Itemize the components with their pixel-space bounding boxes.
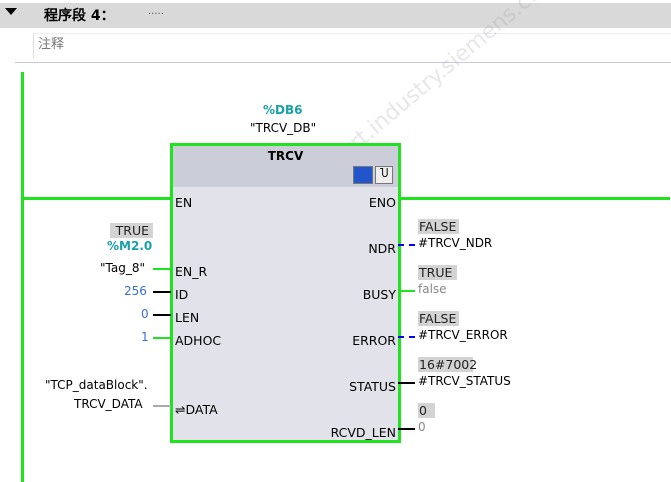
error-monitor-value: FALSE xyxy=(418,311,459,326)
en-r-wire xyxy=(153,268,171,270)
adhoc-wire xyxy=(153,337,171,339)
protection-icon[interactable] xyxy=(353,166,373,184)
pin-busy: BUSY xyxy=(362,287,396,302)
divider xyxy=(15,62,671,63)
en-r-monitor-value: TRUE xyxy=(110,223,153,238)
status-wire xyxy=(398,382,415,384)
status-monitor-value: 16#7002 xyxy=(418,357,478,372)
diagnostic-stethoscope-icon[interactable]: Ⴎ xyxy=(375,166,393,184)
data-operand-line2[interactable]: TRCV_DATA xyxy=(74,397,143,411)
busy-wire xyxy=(398,290,415,292)
collapse-triangle-icon[interactable] xyxy=(5,8,17,15)
rcvd-len-wire xyxy=(398,428,415,430)
inout-arrow-icon: ⇌ xyxy=(175,402,186,417)
network-comment[interactable]: 注释 xyxy=(33,33,671,58)
error-operand[interactable]: #TRCV_ERROR xyxy=(418,328,508,342)
id-operand[interactable]: 256 xyxy=(124,284,147,298)
pin-en: EN xyxy=(175,195,193,210)
pin-id: ID xyxy=(175,287,189,302)
rcvd-len-operand[interactable]: 0 xyxy=(418,420,426,434)
db-name[interactable]: "TRCV_DB" xyxy=(250,121,317,135)
status-operand[interactable]: #TRCV_STATUS xyxy=(418,374,511,388)
len-wire xyxy=(153,314,171,316)
ndr-wire xyxy=(398,244,415,246)
busy-monitor-value: TRUE xyxy=(418,265,457,280)
rcvd-len-monitor-value: 0 xyxy=(418,403,435,418)
en-r-operand[interactable]: "Tag_8" xyxy=(100,261,145,275)
network-title: 程序段 4： xyxy=(44,8,115,24)
trcv-block[interactable]: TRCV Ⴎ EN EN_R ID LEN ADHOC ⇌DATA ENO ND… xyxy=(170,143,401,443)
pin-data: DATA xyxy=(185,402,218,417)
id-wire xyxy=(153,291,171,293)
power-rail xyxy=(21,72,24,482)
en-wire xyxy=(21,197,171,200)
pin-adhoc: ADHOC xyxy=(175,333,222,348)
error-wire xyxy=(398,336,415,338)
db-address: %DB6 xyxy=(263,103,303,117)
network-title-field[interactable]: ..... xyxy=(148,6,164,17)
eno-wire xyxy=(398,197,670,200)
network-header[interactable] xyxy=(0,3,671,28)
len-operand[interactable]: 0 xyxy=(141,307,149,321)
pin-error: ERROR xyxy=(352,333,396,348)
busy-operand[interactable]: false xyxy=(418,282,447,296)
pin-status: STATUS xyxy=(349,379,396,394)
ndr-operand[interactable]: #TRCV_NDR xyxy=(418,236,493,250)
en-r-address: %M2.0 xyxy=(107,239,153,253)
pin-eno: ENO xyxy=(368,195,396,210)
data-wire xyxy=(153,405,171,407)
data-operand-line1[interactable]: "TCP_dataBlock". xyxy=(45,378,148,392)
pin-ndr: NDR xyxy=(368,241,396,256)
block-type: TRCV xyxy=(267,149,304,163)
pin-rcvd-len: RCVD_LEN xyxy=(330,425,396,440)
adhoc-operand[interactable]: 1 xyxy=(141,330,149,344)
ndr-monitor-value: FALSE xyxy=(418,219,459,234)
pin-len: LEN xyxy=(175,310,200,325)
pin-en-r: EN_R xyxy=(175,264,208,279)
